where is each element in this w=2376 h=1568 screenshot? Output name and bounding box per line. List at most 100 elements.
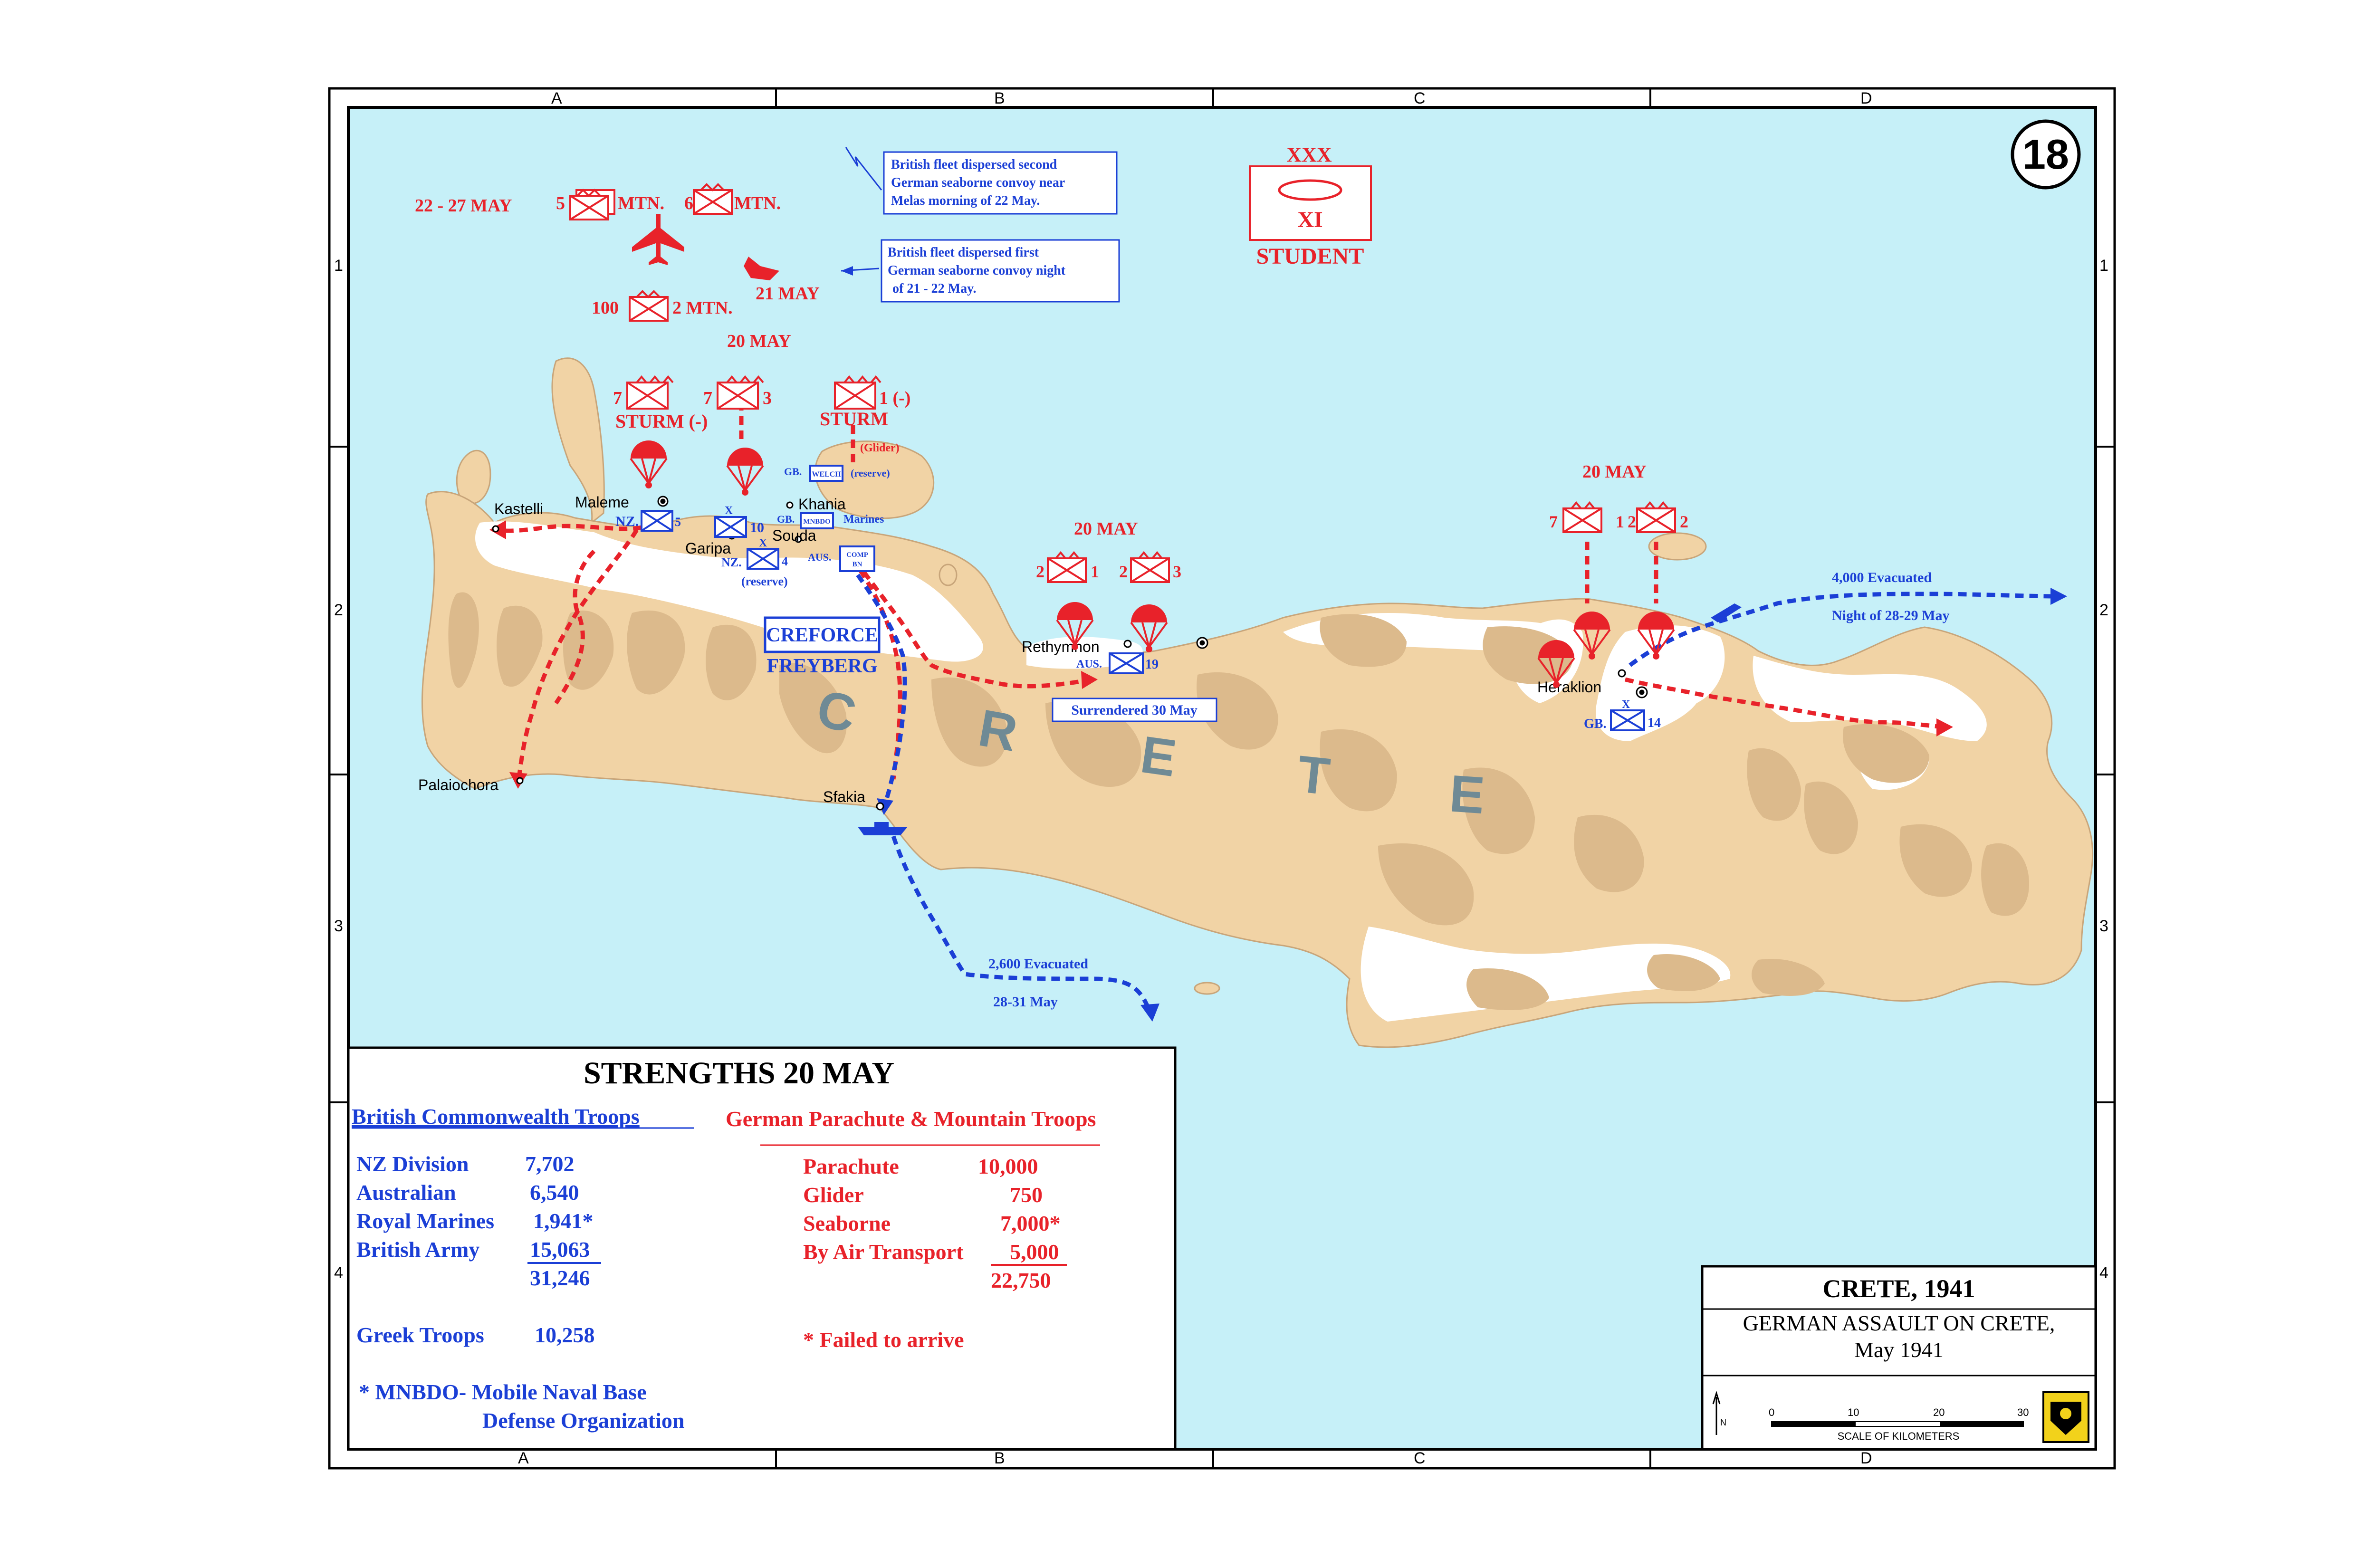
mtn-left-label: MTN. [618,193,664,213]
creforce-label: CREFORCE [766,624,878,646]
nz5-prefix: NZ. [615,514,639,529]
date-seaborne: 22 - 27 MAY [415,196,512,216]
german-xi-corps: XXX XI STUDENT [1249,143,1372,269]
greek-label: Greek Troops [356,1323,484,1347]
strengths-title: STRENGTHS 20 MAY [584,1056,894,1090]
evac-south-line1: 2,600 Evacuated [988,956,1088,972]
aircraft-icon [632,214,684,265]
grid-col-c-bottom: C [1414,1449,1426,1467]
ship-icon-sfakia [858,822,908,835]
svg-text:GB.: GB. [777,513,795,525]
ship-icon-heraklion [1711,603,1742,622]
svg-text:Australian: Australian [356,1180,456,1205]
svg-text:(reserve): (reserve) [741,574,788,588]
svg-text:Melas morning of 22 May.: Melas morning of 22 May. [891,193,1040,208]
blue-arrowhead-south [1140,1004,1159,1022]
svg-text:20: 20 [1933,1406,1945,1418]
svg-text:3: 3 [1173,562,1181,581]
date-east: 20 MAY [1582,462,1647,482]
svg-text:4: 4 [782,555,788,568]
grid-col-a-top: A [551,89,562,107]
svg-text:MNBDO: MNBDO [803,518,831,526]
svg-text:British Army: British Army [356,1237,479,1262]
svg-text:Marines: Marines [843,513,884,526]
date-center: 20 MAY [1074,519,1138,539]
svg-text:of 21 - 22 May.: of 21 - 22 May. [892,281,977,296]
date-west: 20 MAY [727,331,791,351]
grid-row-2-right: 2 [2099,601,2108,619]
grid-ticks [329,88,2115,1468]
terrain-ridges [448,592,2029,1010]
grid-row-3-right: 3 [2099,917,2108,935]
grid-row-1-left: 1 [334,257,343,275]
corps-symbol [1249,165,1372,241]
svg-text:NZ.: NZ. [721,555,742,569]
grid-row-1-right: 1 [2099,257,2108,275]
place-souda: Souda [772,527,816,544]
svg-text:German seaborne convoy night: German seaborne convoy night [888,263,1066,278]
svg-text:BN: BN [853,561,862,568]
map-number-badge [2011,119,2081,190]
allied-units: NZ. 5 X 10 NZ. X 4 (reserve) GB. WELCH (… [615,465,1661,731]
place-labels: Kastelli Maleme Khania Garipa Souda Reth… [418,494,1601,805]
svg-text:Seaborne: Seaborne [803,1211,891,1235]
north-arrow-icon [1712,1390,1721,1435]
date-convoy: 21 MAY [756,284,820,304]
svg-text:Royal Marines: Royal Marines [356,1209,494,1233]
svg-text:7,000*: 7,000* [1000,1211,1061,1235]
svg-text:1,941*: 1,941* [533,1209,594,1233]
para3-left: 7 [703,388,712,408]
svg-text:15,063: 15,063 [530,1237,590,1262]
grid-row-4-left: 4 [334,1264,343,1282]
glider-label: (Glider) [860,442,900,454]
german-west-group: 20 MAY 7 STURM (-) 7 3 1 (-) STURM (Glid… [613,331,910,497]
svg-text:Parachute: Parachute [803,1154,899,1178]
svg-text:British fleet dispersed first: British fleet dispersed first [888,245,1039,260]
sturm-khania-label: STURM [820,408,888,430]
grid-row-2-left: 2 [334,601,343,619]
surrendered-note: Surrendered 30 May [1071,702,1198,718]
german-routes [494,402,1949,784]
svg-text:2: 2 [1680,512,1688,531]
svg-text:NZ Division: NZ Division [356,1152,469,1176]
red-arrowhead-heraklion [1936,718,1953,736]
svg-text:By Air Transport: By Air Transport [803,1240,964,1264]
title-main: CRETE, 1941 [1822,1274,1975,1303]
freyberg-label: FREYBERG [766,655,877,677]
svg-text:2: 2 [1628,512,1636,531]
svg-text:GB.: GB. [784,466,802,478]
svg-text:British fleet dispersed second: British fleet dispersed second [891,157,1057,172]
german-total: 22,750 [991,1268,1051,1292]
north-label: N [1720,1418,1726,1427]
place-kastelli: Kastelli [494,500,543,517]
svg-text:GB.: GB. [1584,717,1606,731]
corps-commander: STUDENT [1256,244,1364,269]
corps-airborne-mark [1278,179,1342,201]
svg-text:750: 750 [1010,1183,1043,1207]
greek-value: 10,258 [535,1323,595,1347]
red-arrowhead-rethymnon [1081,671,1098,689]
svg-text:Glider: Glider [803,1183,864,1207]
allied-routes [856,574,2058,1013]
german-heraklion-group: 20 MAY 7 1 2 2 [1537,462,1688,689]
place-heraklion: Heraklion [1537,679,1601,696]
creforce-box [764,616,881,653]
german-footnote: * Failed to arrive [803,1328,964,1352]
svg-text:X: X [1622,698,1630,711]
crete-letter-e1: E [1137,725,1180,788]
mtn-lower-label: 2 MTN. [672,298,733,318]
svg-text:AUS.: AUS. [808,551,832,563]
mtn-lower-num: 100 [592,298,619,318]
place-khania: Khania [798,496,846,513]
svg-text:(reserve): (reserve) [851,467,890,479]
grid-col-b-bottom: B [994,1449,1005,1467]
svg-text:7,702: 7,702 [525,1152,575,1176]
outer-frame [328,87,2116,1470]
mtn-left-num: 5 [556,193,565,213]
svg-text:* MNBDO- Mobile Naval Base: * MNBDO- Mobile Naval Base [359,1380,647,1404]
british-heading: British Commonwealth Troops [352,1104,640,1128]
svg-text:1: 1 [1616,512,1624,531]
grid-col-d-bottom: D [1860,1449,1872,1467]
place-maleme: Maleme [575,494,629,511]
